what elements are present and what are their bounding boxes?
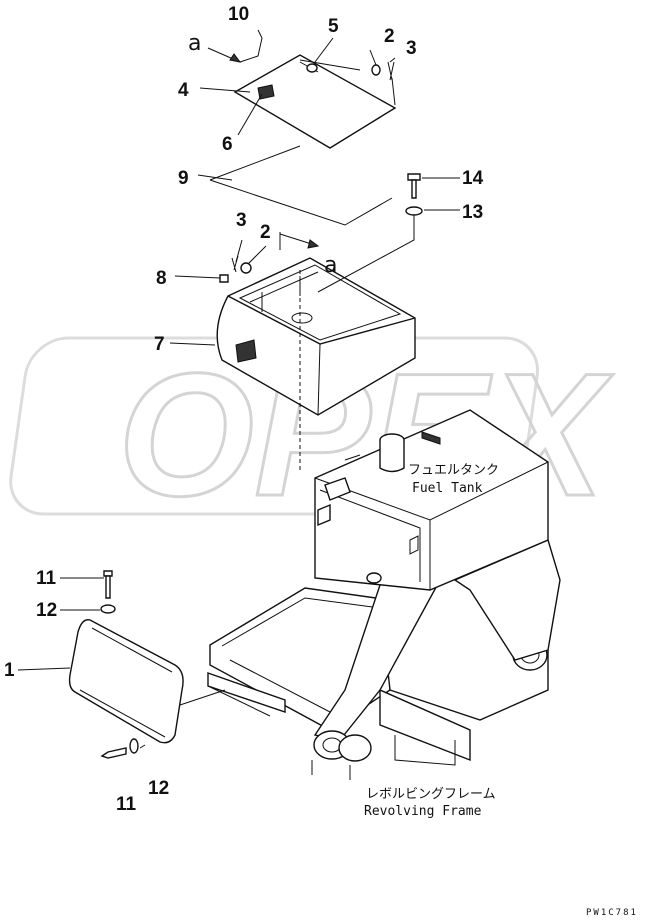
reference-mark-a: a bbox=[324, 253, 337, 278]
lid-cover bbox=[233, 54, 397, 149]
fuel-tank-label-en: Fuel Tank bbox=[412, 481, 483, 496]
leader-lines bbox=[17, 29, 460, 749]
callout-number: 2 bbox=[260, 222, 271, 243]
callout-number: 14 bbox=[462, 168, 484, 189]
drawing-code: PW1C781 bbox=[586, 908, 638, 918]
callout-number: 4 bbox=[178, 80, 189, 101]
seal-gasket bbox=[209, 145, 393, 226]
callout-number: 10 bbox=[228, 4, 249, 25]
reference-mark-a: a bbox=[188, 31, 201, 56]
callout-number: 2 bbox=[384, 26, 395, 47]
callout-number: 1 bbox=[4, 660, 15, 681]
revolving-frame-label-en: Revolving Frame bbox=[364, 804, 482, 819]
callout-number: 7 bbox=[154, 334, 165, 355]
fuel-tank-label-jp: フュエルタンク bbox=[408, 463, 499, 478]
callout-number: 5 bbox=[328, 16, 339, 37]
callout-number: 11 bbox=[36, 568, 57, 589]
callout-number: 3 bbox=[236, 210, 247, 231]
reference-arrows bbox=[207, 37, 320, 250]
callout-number: 3 bbox=[406, 38, 417, 59]
hardware-parts bbox=[100, 61, 423, 759]
callout-number: 8 bbox=[156, 268, 167, 289]
tool-box bbox=[216, 257, 416, 470]
callout-number: 11 bbox=[116, 794, 137, 815]
callout-number: 9 bbox=[178, 168, 189, 189]
callout-number: 12 bbox=[36, 600, 57, 621]
revolving-frame-label-jp: レボルビングフレーム bbox=[366, 787, 496, 802]
side-cover bbox=[68, 619, 184, 744]
callout-number: 6 bbox=[222, 134, 233, 155]
fuel-tank bbox=[314, 409, 549, 591]
callout-number: 13 bbox=[462, 202, 483, 223]
revolving-frame bbox=[207, 539, 561, 780]
callout-number: 12 bbox=[148, 778, 169, 799]
